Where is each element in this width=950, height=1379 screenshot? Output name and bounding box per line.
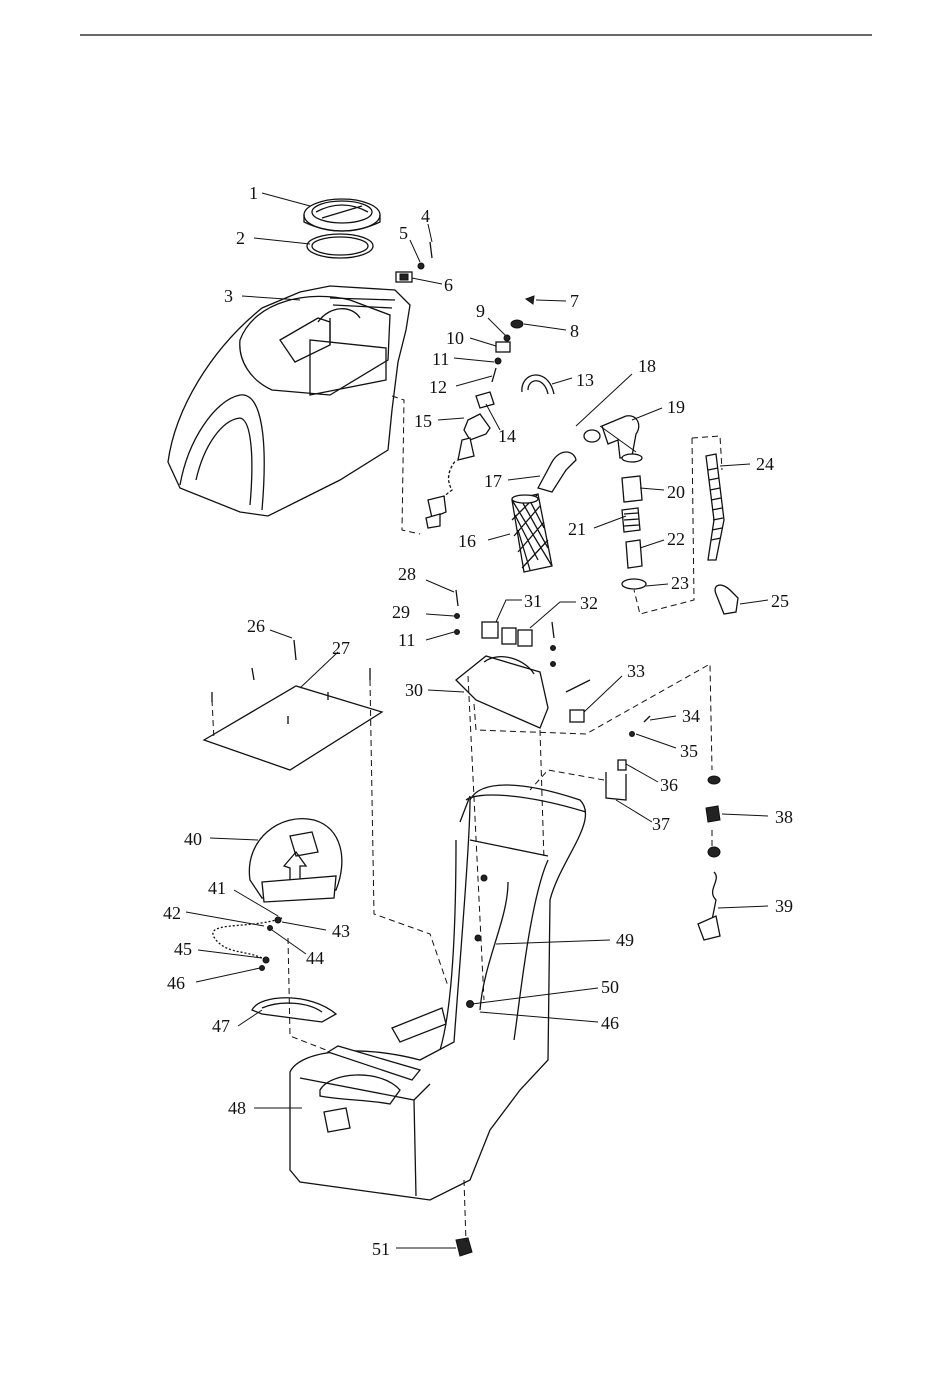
callout-3: 3 [224,286,233,306]
callout-10: 10 [446,328,464,348]
callout-34: 34 [682,706,700,726]
callout-9: 9 [476,301,485,321]
callout-36: 36 [660,775,678,795]
callout-26: 26 [247,616,265,636]
part-fitting-column [584,416,646,589]
callout-43: 43 [332,921,350,941]
part-valve-stack [426,296,534,528]
callout-5: 5 [399,223,408,243]
part-drain-valve [456,1238,472,1256]
callout-44: 44 [306,948,324,968]
callout-25: 25 [771,591,789,611]
callout-50: 50 [601,977,619,997]
callout-2: 2 [236,228,245,248]
callout-45: 45 [174,939,192,959]
callout-13: 13 [576,370,594,390]
callout-33: 33 [627,661,645,681]
callout-11-upper: 11 [432,349,449,369]
part-drain-hose [706,454,738,614]
callout-41: 41 [208,878,226,898]
callout-35: 35 [680,741,698,761]
callout-46-left: 46 [167,973,185,993]
part-elbow-17 [538,452,576,492]
part-drain-plug-chain [213,917,282,971]
callout-23: 23 [671,573,689,593]
callout-15: 15 [414,411,432,431]
callout-37: 37 [652,814,670,834]
callout-31: 31 [524,591,542,611]
callout-6: 6 [444,275,453,295]
callout-19: 19 [667,397,685,417]
callout-48: 48 [228,1098,246,1118]
callout-49: 49 [616,930,634,950]
callout-27: 27 [332,638,350,658]
part-power-cord [698,776,720,940]
callout-1: 1 [249,183,258,203]
part-switch-housing [456,622,590,728]
part-recovery-lid [249,819,342,902]
callout-16: 16 [458,531,476,551]
callout-21: 21 [568,519,586,539]
part-seal-ring [307,234,373,258]
callout-47: 47 [212,1016,230,1036]
callout-22: 22 [667,529,685,549]
part-filter [512,494,552,572]
callout-39: 39 [775,896,793,916]
callout-42: 42 [163,903,181,923]
callout-29: 29 [392,602,410,622]
part-grate [252,998,336,1022]
callout-51: 51 [372,1239,390,1259]
part-bent-tube [522,375,554,394]
callout-8: 8 [570,321,579,341]
callout-12: 12 [429,377,447,397]
callout-20: 20 [667,482,685,502]
callout-7: 7 [570,291,579,311]
callout-38: 38 [775,807,793,827]
part-solution-tank [168,286,410,516]
part-clamp [606,716,650,800]
callout-40: 40 [184,829,202,849]
callout-24: 24 [756,454,774,474]
callout-28: 28 [398,564,416,584]
callout-32: 32 [580,593,598,613]
part-tank-cap [304,199,380,231]
callout-14: 14 [498,426,516,446]
callout-18: 18 [638,356,656,376]
callout-46-right: 46 [601,1013,619,1033]
callout-30: 30 [405,680,423,700]
callout-17: 17 [484,471,502,491]
callout-11-lower: 11 [398,630,415,650]
callout-4: 4 [421,206,430,226]
